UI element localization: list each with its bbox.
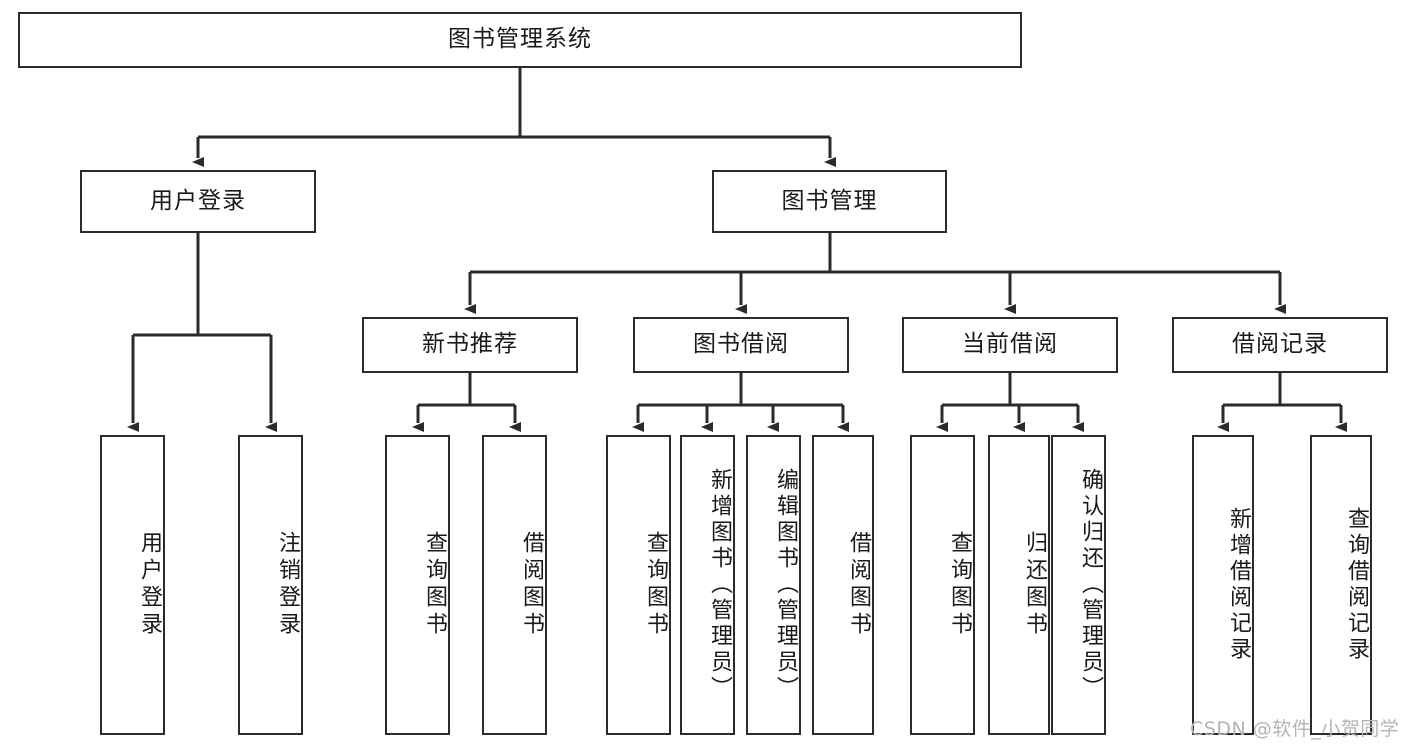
node-user-login[interactable]: 用户登录 — [80, 170, 316, 233]
node-new-book-recommend[interactable]: 新书推荐 — [362, 317, 578, 373]
node-leaf-user-login[interactable]: 用户登录 — [100, 435, 165, 735]
node-leaf-borrow-book-2[interactable]: 借阅图书 — [812, 435, 874, 735]
node-leaf-borrow-book-1[interactable]: 借阅图书 — [482, 435, 547, 735]
node-current-borrow[interactable]: 当前借阅 — [902, 317, 1118, 373]
node-leaf-add-book-admin[interactable]: 新增图书（管理员） — [680, 435, 735, 735]
node-root-system[interactable]: 图书管理系统 — [18, 12, 1022, 68]
node-leaf-query-book-1[interactable]: 查询图书 — [385, 435, 450, 735]
node-leaf-add-borrow-record[interactable]: 新增借阅记录 — [1192, 435, 1254, 735]
node-leaf-query-book-3[interactable]: 查询图书 — [910, 435, 975, 735]
node-book-manage[interactable]: 图书管理 — [712, 170, 947, 233]
node-leaf-return-book[interactable]: 归还图书 — [988, 435, 1050, 735]
csdn-watermark: CSDN @软件_小贺同学 — [1190, 718, 1400, 740]
node-borrow-record[interactable]: 借阅记录 — [1172, 317, 1388, 373]
node-leaf-query-borrow-record[interactable]: 查询借阅记录 — [1310, 435, 1372, 735]
node-leaf-query-book-2[interactable]: 查询图书 — [606, 435, 671, 735]
node-leaf-edit-book-admin[interactable]: 编辑图书（管理员） — [746, 435, 801, 735]
node-book-borrow[interactable]: 图书借阅 — [633, 317, 849, 373]
node-leaf-logout-login[interactable]: 注销登录 — [238, 435, 303, 735]
node-leaf-confirm-return[interactable]: 确认归还（管理员） — [1051, 435, 1106, 735]
